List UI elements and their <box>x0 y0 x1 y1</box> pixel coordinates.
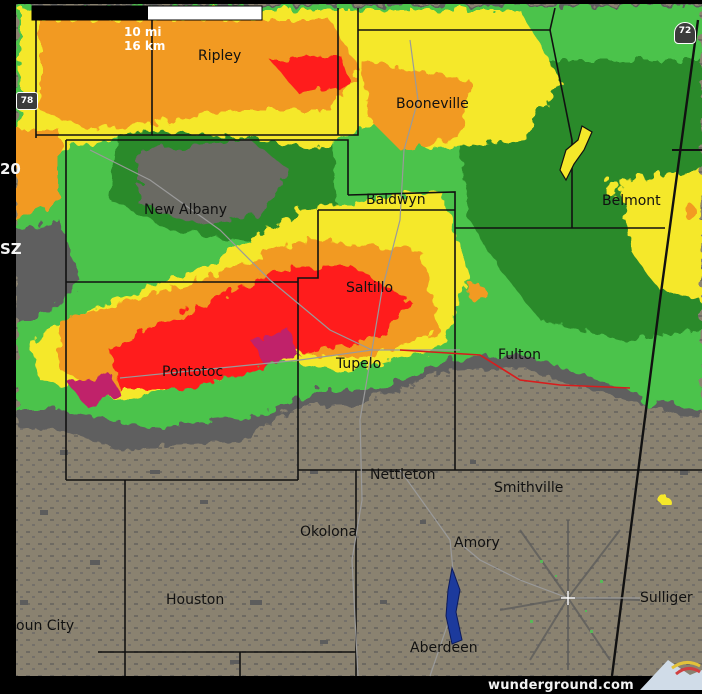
green-speckles <box>530 560 603 633</box>
wunderground-logo <box>640 660 702 690</box>
place-aberdeen: Aberdeen <box>410 640 478 656</box>
place-belmont: Belmont <box>602 193 661 209</box>
edge-label-top: 20 <box>0 160 21 178</box>
place-baldwyn: Baldwyn <box>366 192 426 208</box>
lake <box>559 125 593 182</box>
scale-miles: 10 mi <box>124 25 162 39</box>
highway-78-shield: 78 <box>16 92 38 110</box>
state-line <box>610 19 700 677</box>
highway-route <box>399 349 631 389</box>
place-sulligent: Sulliger <box>640 590 693 606</box>
wunderground-credit[interactable]: wunderground.com <box>488 678 634 693</box>
scale-km: 16 km <box>124 39 166 53</box>
radar-site-icon <box>561 591 575 605</box>
place-smithville: Smithville <box>494 480 564 496</box>
river <box>445 566 463 645</box>
county-lines <box>35 7 702 676</box>
highway-78-label: 78 <box>20 96 34 106</box>
highway-72-shield: 72 <box>674 22 696 44</box>
place-saltillo: Saltillo <box>346 280 394 296</box>
place-tupelo: Tupelo <box>336 356 382 372</box>
place-new-albany: New Albany <box>144 202 228 218</box>
place-nettleton: Nettleton <box>370 467 436 483</box>
radar-site-clutter <box>499 520 641 670</box>
scale-bar <box>31 5 263 21</box>
place-ripley: Ripley <box>198 48 242 64</box>
clutter-blocks <box>20 450 688 664</box>
place-pontotoc: Pontotoc <box>162 364 224 380</box>
edge-label-mid: SZ <box>0 240 22 258</box>
place-houston: Houston <box>166 592 225 608</box>
place-fulton: Fulton <box>498 347 541 363</box>
precipitation-field <box>16 4 702 505</box>
place-okolona: Okolona <box>300 524 358 540</box>
place-amory: Amory <box>454 535 500 551</box>
highway-72-label: 72 <box>678 26 692 36</box>
place-calhoun-city: oun City <box>16 618 75 634</box>
place-booneville: Booneville <box>396 96 469 112</box>
